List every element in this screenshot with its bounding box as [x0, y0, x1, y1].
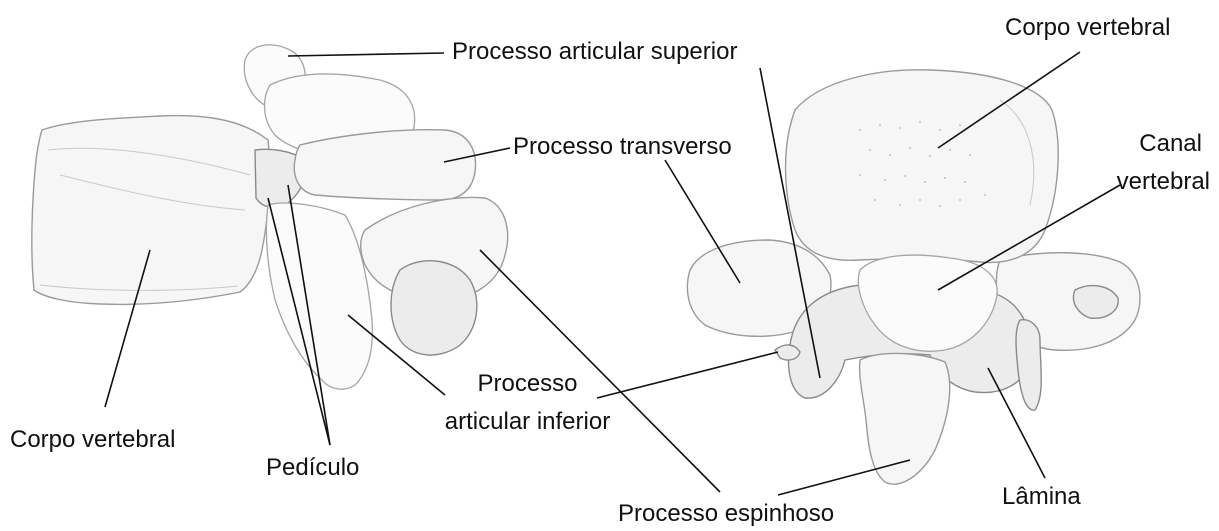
label-corpo-vertebral-left: Corpo vertebral — [10, 426, 175, 454]
lateral-lamina — [266, 203, 372, 389]
label-canal-line2: vertebral — [1110, 168, 1210, 196]
lateral-vertebral-body — [32, 116, 270, 305]
label-corpo-vertebral-right: Corpo vertebral — [1005, 14, 1170, 42]
axial-spinous-process — [860, 353, 950, 484]
label-lamina: Lâmina — [1002, 483, 1081, 511]
axial-vertebra-drawing — [687, 70, 1140, 484]
leader-articular-superior-left — [288, 53, 444, 56]
label-canal-vertebral: Canal vertebral — [1110, 130, 1210, 196]
label-articular-inferior-line2: articular inferior — [430, 408, 625, 436]
axial-vertebral-body — [786, 70, 1059, 263]
lateral-inferior-articular-process — [391, 261, 477, 355]
label-canal-line1: Canal — [1110, 130, 1210, 158]
label-processo-espinhoso: Processo espinhoso — [618, 500, 834, 528]
lateral-vertebra-drawing — [32, 45, 508, 389]
lateral-transverse-process — [294, 130, 475, 200]
label-processo-articular-inferior: Processo articular inferior — [430, 370, 625, 436]
label-pediculo: Pedículo — [266, 454, 359, 482]
label-processo-articular-superior: Processo articular superior — [452, 38, 737, 66]
label-processo-transverso: Processo transverso — [513, 133, 732, 161]
label-articular-inferior-line1: Processo — [430, 370, 625, 398]
